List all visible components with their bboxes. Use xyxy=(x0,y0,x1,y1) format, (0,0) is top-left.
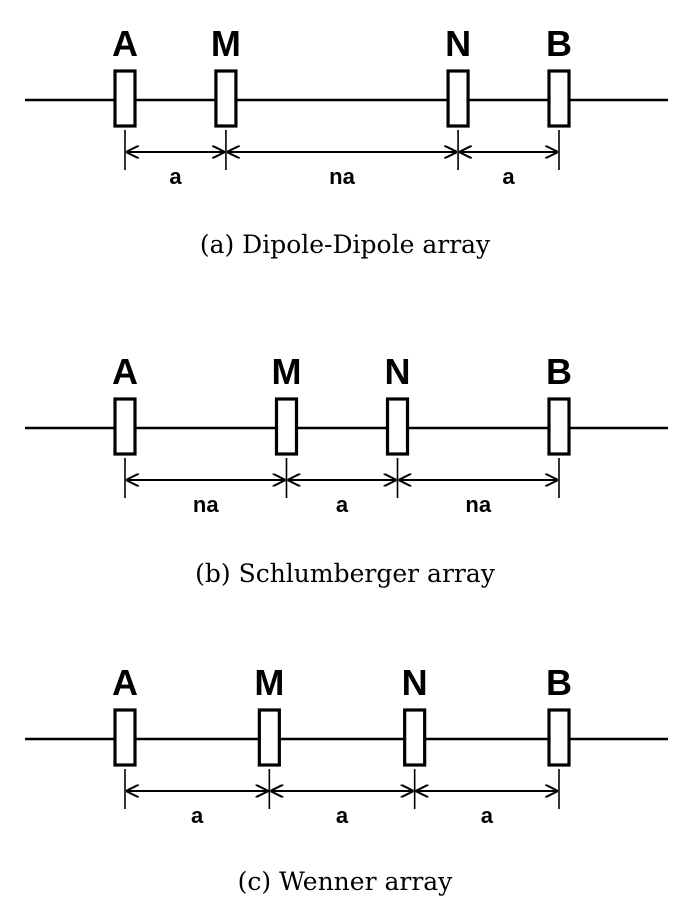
electrode-n xyxy=(446,69,470,128)
electrode-label-b: B xyxy=(546,662,572,703)
electrode-label-m: M xyxy=(211,23,241,64)
electrode-b xyxy=(547,69,571,128)
electrode-a xyxy=(113,69,137,128)
array-panel: A M N Bna a na (b) Schlumberger array xyxy=(25,351,668,588)
electrode-label-n: N xyxy=(402,662,428,703)
electrode-label-n: N xyxy=(385,351,411,392)
electrode-label-b: B xyxy=(546,351,572,392)
electrode-label-a: A xyxy=(112,662,138,703)
panel-caption: (c) Wenner array xyxy=(238,867,454,896)
electrode-label-b: B xyxy=(546,23,572,64)
spacing-label: a xyxy=(191,803,204,828)
electrode-a xyxy=(113,708,137,767)
electrode-label-m: M xyxy=(254,662,284,703)
electrode-m xyxy=(257,708,281,767)
array-panel: A M N Ba na a (a) Dipole-Dipole array xyxy=(25,23,668,259)
electrode-b xyxy=(547,397,571,456)
spacing-label: a xyxy=(169,164,182,189)
electrode-label-a: A xyxy=(112,351,138,392)
array-panel: A M N Ba a a (c) Wenner array xyxy=(25,662,668,896)
spacing-label: a xyxy=(481,803,494,828)
electrode-m xyxy=(274,397,299,456)
spacing-label: a xyxy=(336,492,349,517)
electrode-b xyxy=(547,708,571,767)
electrode-n xyxy=(403,708,427,767)
spacing-label: a xyxy=(336,803,349,828)
electrode-label-m: M xyxy=(271,351,301,392)
panel-caption: (b) Schlumberger array xyxy=(195,559,496,588)
spacing-label: a xyxy=(502,164,515,189)
electrode-label-a: A xyxy=(112,23,138,64)
spacing-label: na xyxy=(329,164,355,189)
panel-caption: (a) Dipole-Dipole array xyxy=(200,230,491,259)
spacing-label: na xyxy=(465,492,491,517)
electrode-n xyxy=(385,397,410,456)
electrode-label-n: N xyxy=(445,23,471,64)
electrode-a xyxy=(113,397,137,456)
electrode-m xyxy=(214,69,238,128)
spacing-label: na xyxy=(193,492,219,517)
